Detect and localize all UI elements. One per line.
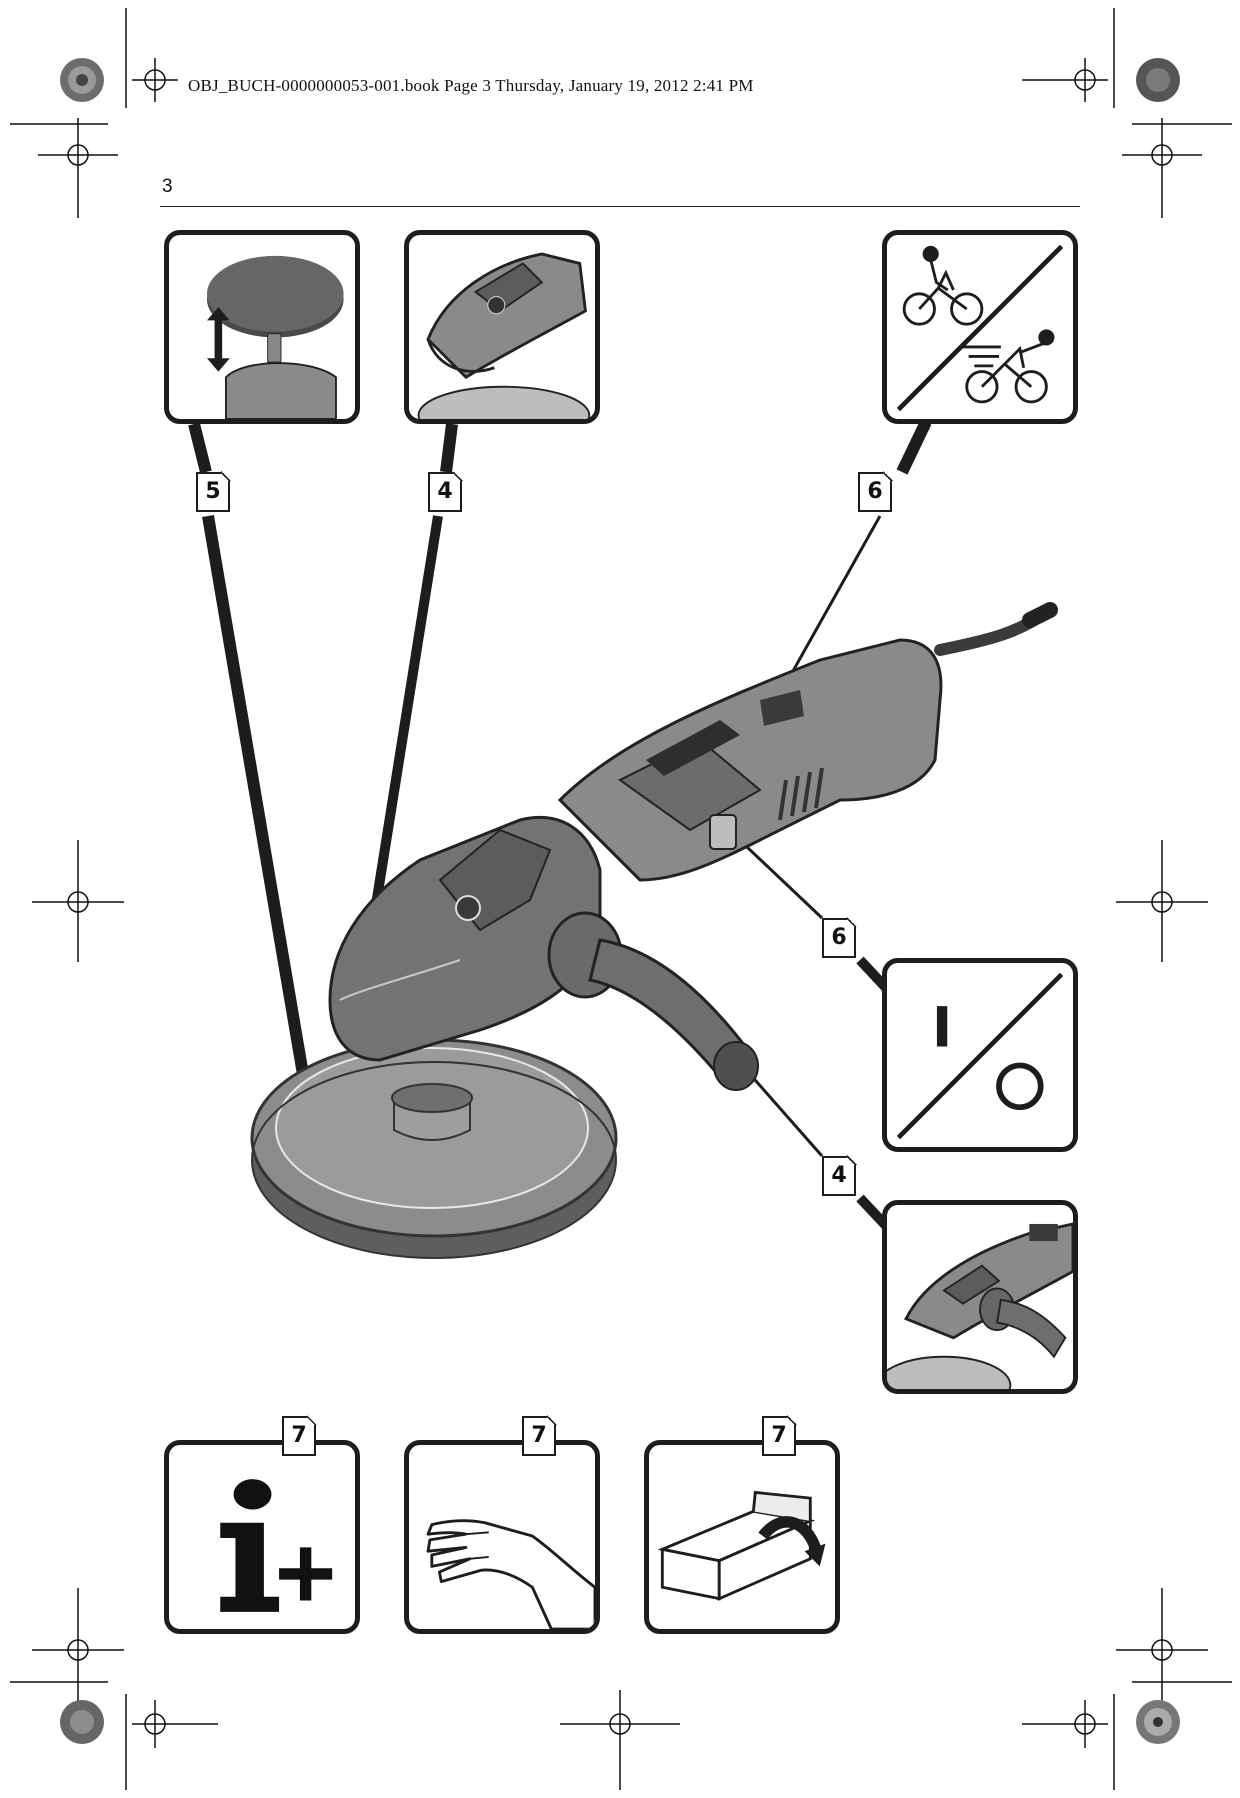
crop-mark-mid-right (1116, 840, 1208, 962)
page-number: 3 (162, 176, 173, 197)
header-rule (160, 206, 1080, 207)
callout-tag-info: 7 (282, 1415, 317, 1456)
color-targets (60, 58, 1180, 1744)
bicycle-fast-icon (962, 329, 1055, 404)
callout-tag-tool-top: 4 (428, 471, 463, 512)
callout-tag-speed: 6 (858, 471, 893, 512)
crop-mark-bottom-left (10, 1588, 218, 1790)
callout-tag-pad-change: 5 (196, 471, 231, 512)
curved-arrow-icon (804, 1543, 826, 1567)
crop-mark-top-left (10, 8, 178, 218)
info-dot (233, 1479, 272, 1510)
crop-mark-top-right (1022, 8, 1232, 218)
polisher-illustration (250, 602, 1058, 1259)
file-info-header: OBJ_BUCH-0000000053-001.book Page 3 Thur… (188, 76, 754, 95)
callout-tag-side-handle: 4 (822, 1155, 857, 1196)
double-arrow-icon (206, 307, 230, 372)
plus-icon (279, 1547, 333, 1601)
bicycle-slow-icon (902, 245, 984, 326)
panel-hand (404, 1440, 600, 1634)
callout-tag-hand: 7 (522, 1415, 557, 1456)
panel-pad-change (164, 230, 360, 424)
crop-mark-bottom-center (560, 1690, 680, 1790)
crop-mark-bottom-right (1022, 1588, 1232, 1790)
hand-icon (426, 1519, 595, 1629)
panel-on-off-switch: I (882, 958, 1078, 1152)
switch-on-symbol: I (932, 995, 952, 1059)
callout-tag-switch: 6 (822, 917, 857, 958)
panel-side-handle (882, 1200, 1078, 1394)
registration-marks (10, 8, 1232, 1790)
panel-info-plus (164, 1440, 360, 1634)
crop-mark-mid-left (32, 840, 124, 962)
panel-storage-case (644, 1440, 840, 1634)
info-icon (220, 1522, 280, 1612)
switch-off-icon (996, 1062, 1044, 1111)
panel-tool-top-view (404, 230, 600, 424)
storage-case-icon (657, 1490, 826, 1601)
callout-tag-storage: 7 (762, 1415, 797, 1456)
panel-no-bicycle-speed (882, 230, 1078, 424)
